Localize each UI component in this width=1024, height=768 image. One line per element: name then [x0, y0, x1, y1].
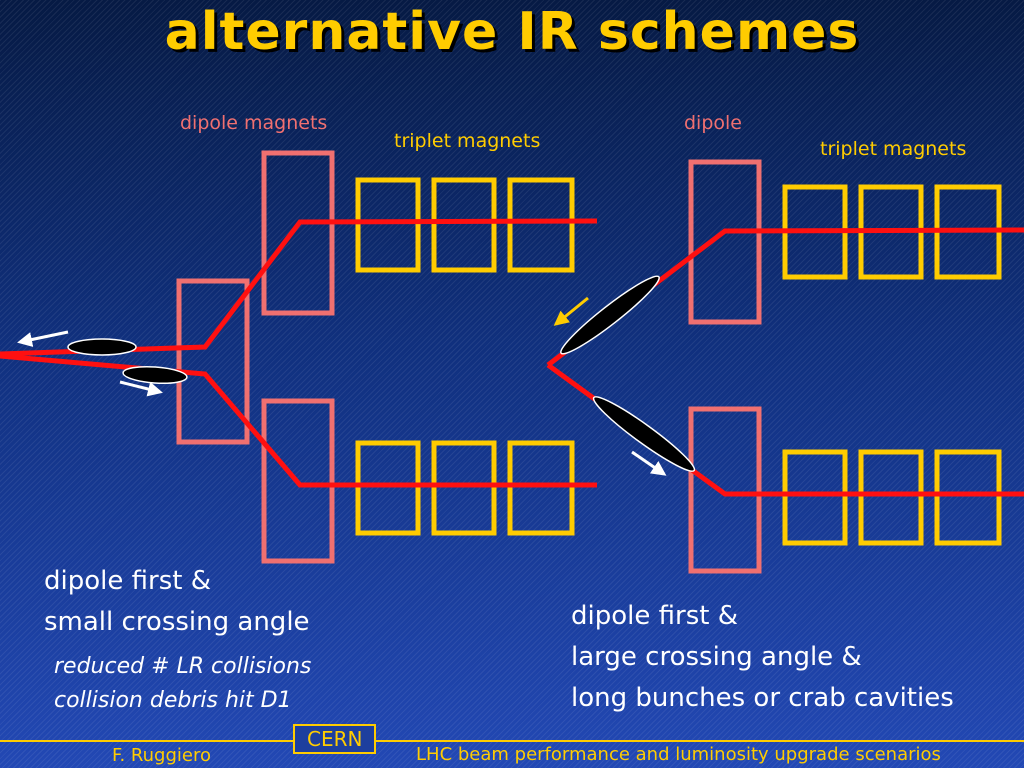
left-heading-line-1: dipole first & [44, 566, 211, 596]
left-dipole-label: dipole magnets [180, 112, 328, 134]
footer-organization: CERN [293, 724, 377, 754]
right-bunch-upper [560, 275, 660, 355]
left-beam-upper [0, 218, 598, 357]
left-heading-line-2: small crossing angle [44, 607, 310, 637]
left-scheme [0, 150, 598, 564]
footer-author: F. Ruggiero [112, 745, 211, 766]
left-lower-triplet-q1 [355, 440, 421, 536]
slide-title: alternative IR schemes [164, 2, 860, 62]
footer-divider [0, 740, 1024, 742]
left-lower-triplet-q3 [507, 440, 575, 536]
left-upper-triplet-q3 [507, 177, 575, 273]
right-lower-triplet-q2 [858, 449, 924, 546]
left-scheme-notes: reduced # LR collisions collision debris… [54, 650, 311, 718]
left-arrow-incoming [119, 380, 163, 397]
left-note-line-1: reduced # LR collisions [54, 654, 312, 679]
left-bunch-upper [67, 338, 137, 356]
left-upper-triplet-q1 [355, 177, 421, 273]
left-d2-upper-dipole [261, 150, 335, 316]
left-scheme-heading: dipole first & small crossing angle [44, 561, 310, 643]
right-lower-triplet-q1 [782, 449, 848, 546]
left-triplet-label: triplet magnets [394, 130, 541, 152]
right-arrow-outgoing [631, 450, 667, 476]
right-dipole-label: dipole [684, 112, 742, 134]
right-heading-line-2: large crossing angle & [571, 642, 862, 672]
left-d2-lower-dipole [261, 398, 335, 564]
left-arrow-outgoing [17, 330, 69, 347]
right-triplet-label: triplet magnets [820, 138, 967, 160]
left-note-line-2: collision debris hit D1 [54, 688, 292, 713]
right-bunch-lower [592, 396, 696, 472]
right-scheme [546, 159, 1024, 574]
right-upper-dipole [688, 159, 762, 325]
right-arrow-incoming [553, 296, 589, 326]
left-beam-lower [0, 353, 597, 488]
left-lower-triplet-q2 [431, 440, 497, 536]
right-lower-triplet-q3 [934, 449, 1002, 546]
footer-talk-title: LHC beam performance and luminosity upgr… [416, 744, 941, 765]
left-upper-triplet-q2 [431, 177, 497, 273]
right-lower-dipole [688, 406, 762, 574]
right-scheme-heading: dipole first & large crossing angle & lo… [571, 596, 954, 719]
left-d1-dipole [176, 278, 250, 445]
right-heading-line-1: dipole first & [571, 601, 738, 631]
right-heading-line-3: long bunches or crab cavities [571, 683, 954, 713]
